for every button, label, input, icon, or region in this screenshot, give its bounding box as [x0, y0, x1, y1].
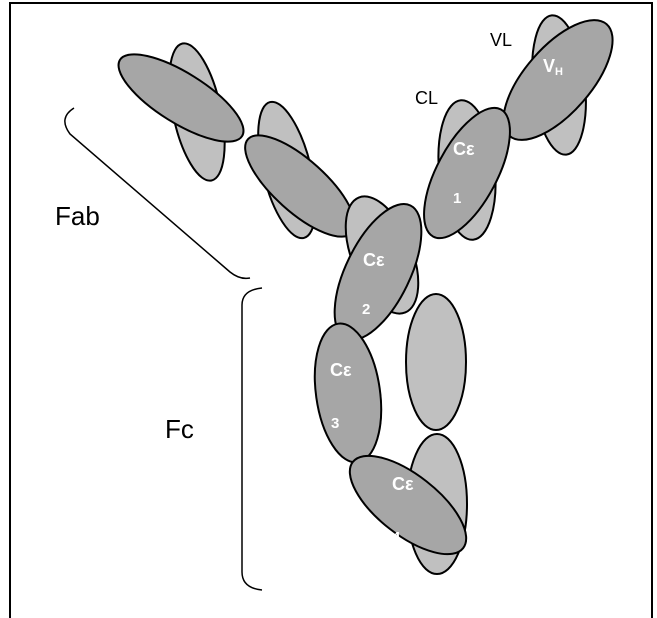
fc-label: Fc: [165, 414, 194, 444]
vh-label-sub: H: [555, 66, 563, 78]
ce1-number: 1: [453, 190, 461, 207]
cl-label: CL: [415, 88, 438, 108]
fc-light-domain-upper: [406, 294, 466, 430]
vh-label-main: V: [543, 56, 555, 76]
fab-label: Fab: [55, 201, 100, 231]
ce1-label: Cε: [453, 139, 475, 159]
fc-bracket: [242, 288, 262, 590]
ce2-number: 2: [362, 301, 370, 318]
vl-label: VL: [490, 30, 512, 50]
ce3-label: Cε: [330, 360, 352, 380]
ce2-label: Cε: [363, 250, 385, 270]
ce3-domain: [307, 319, 390, 467]
ce3-number: 3: [331, 415, 339, 432]
ce4-number: 4: [392, 529, 401, 546]
ce4-label: Cε: [392, 474, 414, 494]
